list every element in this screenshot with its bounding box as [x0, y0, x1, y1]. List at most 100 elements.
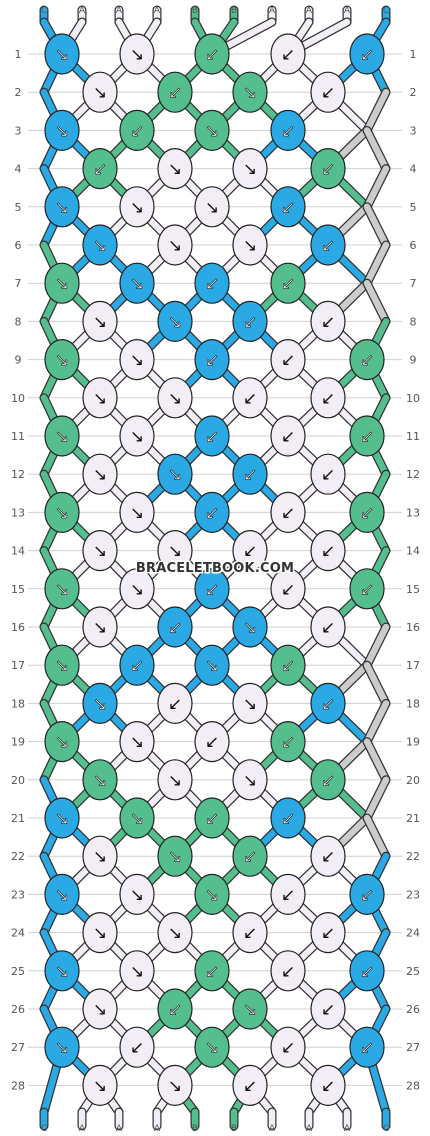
knot-direction-arrow-icon: ↘ — [205, 885, 219, 905]
knot-direction-arrow-icon: ↘ — [55, 733, 69, 753]
string-label-top: A — [306, 6, 313, 16]
knot-oval — [82, 835, 118, 877]
string-label-bottom: A — [116, 1124, 123, 1134]
knot-oval — [232, 759, 268, 801]
knot-oval — [270, 339, 306, 381]
knot-oval — [194, 186, 230, 228]
row-label-left: 27 — [11, 1041, 25, 1054]
knot: ↘ — [44, 33, 80, 75]
thread-segment — [363, 623, 390, 669]
knot: ↘ — [82, 224, 118, 266]
knot: ↙ — [310, 759, 346, 801]
knot-direction-arrow-icon: ↙ — [205, 809, 219, 829]
knot-oval — [270, 33, 306, 75]
knot-oval — [157, 682, 193, 725]
knot-direction-arrow-icon: ↙ — [360, 45, 374, 65]
knot-oval — [349, 568, 385, 610]
knot: ↙ — [270, 186, 306, 228]
thread-segment — [363, 661, 390, 707]
knot: ↙ — [82, 148, 118, 190]
knot-direction-arrow-icon: ↙ — [321, 312, 335, 332]
knot: ↘ — [157, 453, 193, 495]
knot-direction-arrow-icon: ↘ — [205, 1038, 219, 1058]
knot-direction-arrow-icon: ↙ — [243, 924, 257, 944]
knot: ↙ — [157, 988, 193, 1030]
knot: ↙ — [157, 682, 193, 725]
knot: ↘ — [44, 415, 80, 457]
knot-direction-arrow-icon: ↘ — [168, 312, 182, 332]
knot-direction-arrow-icon: ↘ — [93, 465, 107, 485]
knot-oval — [44, 33, 80, 75]
knot: ↘ — [119, 491, 155, 534]
row-label-right: 13 — [406, 506, 420, 519]
knot-oval — [82, 529, 118, 572]
knot-oval — [119, 491, 155, 534]
knot: ↘ — [194, 109, 230, 151]
knot-oval — [157, 148, 193, 190]
knot-oval — [44, 644, 80, 686]
knot-oval — [44, 491, 80, 534]
row-label-right: 5 — [410, 201, 417, 214]
knot-oval — [157, 453, 193, 495]
knot-oval — [270, 644, 306, 686]
knot: ↙ — [232, 377, 268, 419]
knot-oval — [349, 873, 385, 916]
knot: ↘ — [157, 911, 193, 954]
knot-direction-arrow-icon: ↙ — [321, 465, 335, 485]
knot-direction-arrow-icon: ↘ — [243, 160, 257, 180]
knot-oval — [194, 415, 230, 457]
knot: ↙ — [270, 262, 306, 304]
knot: ↘ — [119, 262, 155, 304]
knot-direction-arrow-icon: ↘ — [130, 733, 144, 753]
knot: ↘ — [82, 988, 118, 1030]
knot: ↙ — [310, 453, 346, 495]
knot: ↘ — [157, 835, 193, 877]
string-label-top: A — [116, 6, 123, 16]
row-label-left: 26 — [11, 1003, 25, 1016]
knot-direction-arrow-icon: ↘ — [130, 503, 144, 523]
knot: ↙ — [194, 568, 230, 610]
knot: ↙ — [157, 71, 193, 113]
knot-oval — [270, 262, 306, 304]
knot-oval — [232, 835, 268, 877]
knot: ↙ — [310, 71, 346, 113]
row-label-left: 25 — [11, 965, 25, 978]
row-label-left: 11 — [11, 430, 25, 443]
knot-direction-arrow-icon: ↘ — [130, 962, 144, 982]
knot-direction-arrow-icon: ↙ — [205, 45, 219, 65]
knot-oval — [82, 71, 118, 113]
knot-direction-arrow-icon: ↘ — [130, 198, 144, 218]
knot-oval — [44, 797, 80, 839]
knot-oval — [157, 606, 193, 648]
thread-segment — [363, 165, 390, 211]
thread-segment — [363, 776, 390, 822]
knot: ↘ — [44, 262, 80, 304]
knot-direction-arrow-icon: ↙ — [205, 351, 219, 371]
knot-direction-arrow-icon: ↙ — [321, 694, 335, 714]
string-label-top: A — [79, 6, 86, 16]
knot-direction-arrow-icon: ↙ — [360, 962, 374, 982]
row-label-left: 1 — [15, 48, 22, 61]
knot-oval — [194, 720, 230, 763]
knot-oval — [82, 453, 118, 495]
knot-direction-arrow-icon: ↘ — [93, 1076, 107, 1096]
knot-oval — [157, 988, 193, 1030]
knot: ↙ — [270, 644, 306, 686]
knot-direction-arrow-icon: ↘ — [130, 351, 144, 371]
row-label-right: 18 — [406, 697, 420, 710]
knot-oval — [157, 1064, 193, 1107]
row-label-right: 22 — [406, 850, 420, 863]
knot-oval — [44, 415, 80, 457]
string-label-bottom: B — [192, 1124, 198, 1134]
knot-direction-arrow-icon: ↘ — [168, 847, 182, 867]
knot-oval — [82, 1064, 118, 1107]
row-label-right: 9 — [410, 354, 417, 367]
knot: ↙ — [310, 835, 346, 877]
knot-direction-arrow-icon: ↙ — [243, 465, 257, 485]
row-label-left: 16 — [11, 621, 25, 634]
row-label-left: 12 — [11, 468, 25, 481]
knot: ↙ — [232, 835, 268, 877]
knot: ↙ — [232, 1064, 268, 1107]
